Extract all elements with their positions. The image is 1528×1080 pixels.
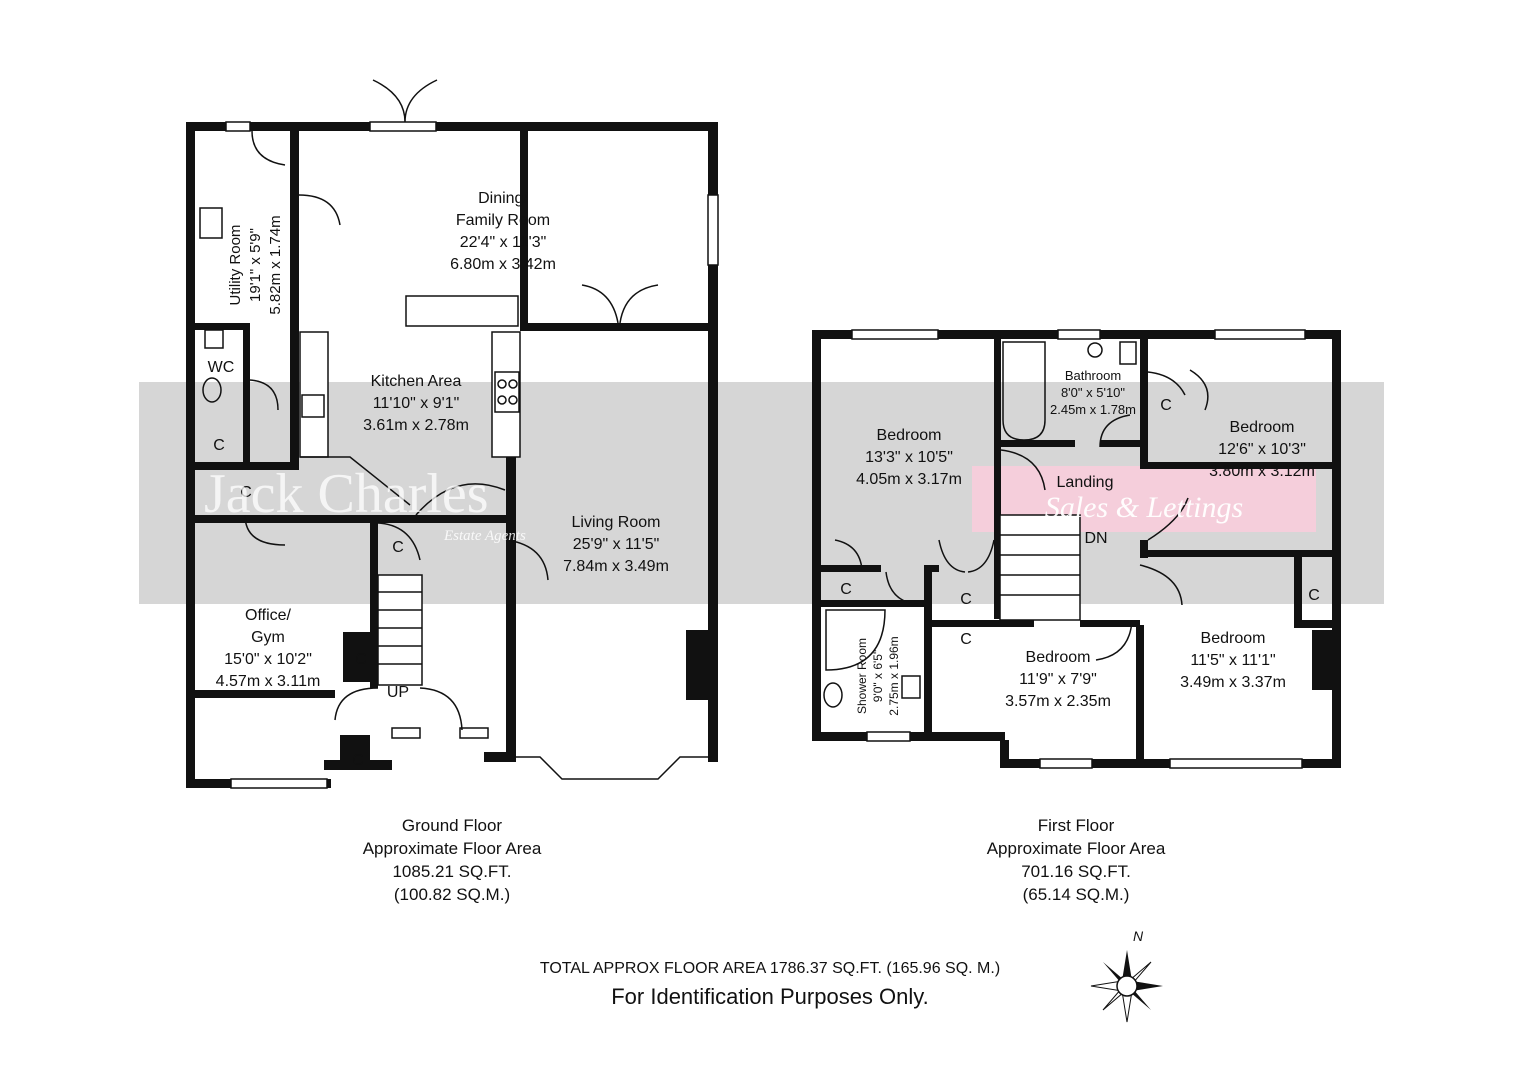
room-bedroom1-imperial: 13'3" x 10'5"	[865, 449, 953, 466]
room-living-name: Living Room	[572, 514, 661, 531]
ground-floor-fixtures	[199, 79, 719, 789]
room-kitchen-imperial: 11'10" x 9'1"	[373, 395, 460, 412]
room-bedroom3-imperial: 11'9" x 7'9"	[1019, 671, 1097, 688]
ground-floor-sqft: 1085.21 SQ.FT.	[392, 862, 512, 881]
room-dining: Dining/ Family Room 22'4" x 11'3" 6.80m …	[450, 190, 556, 273]
room-bedroom1: Bedroom 13'3" x 10'5" 4.05m x 3.17m	[856, 427, 962, 488]
watermark-strap-text: Sales & Lettings	[1045, 491, 1243, 524]
room-bedroom1-name: Bedroom	[877, 427, 942, 444]
room-living-metric: 7.84m x 3.49m	[563, 558, 669, 575]
first-floor-walls	[812, 330, 1341, 768]
cupboard-label: C	[960, 591, 972, 608]
room-kitchen: Kitchen Area 11'10" x 9'1" 3.61m x 2.78m	[363, 373, 469, 434]
room-office-name2: Gym	[251, 629, 285, 646]
cupboard-label: C	[240, 484, 252, 501]
room-shower: Shower Room 9'0" x 6'5" 2.75m x 1.96m	[855, 636, 901, 715]
room-utility-name: Utility Room	[227, 225, 244, 306]
room-bedroom4: Bedroom 11'5" x 11'1" 3.49m x 3.37m	[1180, 630, 1286, 691]
stairs-down-label: DN	[1084, 530, 1107, 547]
room-bedroom3-name: Bedroom	[1026, 649, 1091, 666]
room-bedroom2-metric: 3.80m x 3.12m	[1209, 463, 1315, 480]
first-floor-sqft: 701.16 SQ.FT.	[1021, 862, 1131, 881]
room-dining-name: Dining/	[478, 190, 528, 207]
stairs-up-label: UP	[387, 684, 409, 701]
cupboard-label: C	[1160, 397, 1172, 414]
compass-north-label: N	[1133, 928, 1144, 944]
first-floor-subtitle: Approximate Floor Area	[986, 839, 1166, 858]
room-shower-metric: 2.75m x 1.96m	[887, 636, 901, 715]
room-office-imperial: 15'0" x 10'2"	[224, 651, 312, 668]
disclaimer: For Identification Purposes Only.	[611, 984, 929, 1009]
cupboard-label: C	[213, 437, 225, 454]
room-utility: Utility Room 19'1" x 5'9" 5.82m x 1.74m	[227, 215, 284, 314]
first-floor-caption: First Floor Approximate Floor Area 701.1…	[926, 814, 1226, 906]
room-shower-imperial: 9'0" x 6'5"	[871, 650, 885, 702]
cupboard-label: C	[352, 752, 364, 769]
room-office-name: Office/	[245, 607, 292, 624]
room-dining-metric: 6.80m x 3.42m	[450, 256, 556, 273]
room-bathroom: Bathroom 8'0" x 5'10" 2.45m x 1.78m	[1050, 368, 1136, 417]
room-utility-metric: 5.82m x 1.74m	[267, 215, 284, 314]
room-utility-imperial: 19'1" x 5'9"	[247, 228, 264, 302]
cupboard-label: C	[392, 539, 404, 556]
room-landing-name: Landing	[1057, 474, 1114, 491]
watermark-brand-sub: Estate Agents	[443, 528, 526, 544]
room-office-metric: 4.57m x 3.11m	[216, 673, 321, 690]
watermark-brand: Jack Charles	[204, 463, 489, 525]
first-floor-title: First Floor	[1037, 816, 1115, 835]
room-bathroom-imperial: 8'0" x 5'10"	[1061, 385, 1125, 400]
ground-floor-sqm: (100.82 SQ.M.)	[393, 885, 511, 904]
room-bedroom4-metric: 3.49m x 3.37m	[1180, 674, 1286, 691]
cupboard-label: C	[840, 581, 852, 598]
cupboard-label: C	[960, 631, 972, 648]
room-bedroom3-metric: 3.57m x 2.35m	[1005, 693, 1111, 710]
room-bedroom2-name: Bedroom	[1230, 419, 1295, 436]
first-floor-fixtures	[823, 329, 1306, 769]
cupboard-label: C	[1308, 587, 1320, 604]
total-floor-area: TOTAL APPROX FLOOR AREA 1786.37 SQ.FT. (…	[539, 960, 1001, 977]
ground-floor-walls	[186, 122, 718, 788]
room-bedroom2-imperial: 12'6" x 10'3"	[1218, 441, 1306, 458]
room-living: Living Room 25'9" x 11'5" 7.84m x 3.49m	[563, 514, 669, 575]
room-living-imperial: 25'9" x 11'5"	[573, 536, 660, 553]
room-office: Office/ Gym 15'0" x 10'2" 4.57m x 3.11m	[216, 607, 321, 690]
room-bathroom-metric: 2.45m x 1.78m	[1050, 402, 1136, 417]
room-shower-name: Shower Room	[855, 638, 869, 714]
room-bedroom4-imperial: 11'5" x 11'1"	[1190, 652, 1275, 669]
room-bathroom-name: Bathroom	[1065, 368, 1121, 383]
room-kitchen-name: Kitchen Area	[371, 373, 462, 390]
room-bedroom4-name: Bedroom	[1201, 630, 1266, 647]
cupboard-label: C	[355, 651, 367, 668]
ground-floor-subtitle: Approximate Floor Area	[362, 839, 542, 858]
room-dining-imperial: 22'4" x 11'3"	[460, 234, 547, 251]
room-bedroom2: Bedroom 12'6" x 10'3" 3.80m x 3.12m	[1209, 419, 1315, 480]
ground-floor-caption: Ground Floor Approximate Floor Area 1085…	[302, 814, 602, 906]
ground-floor-title: Ground Floor	[401, 816, 503, 835]
first-floor-sqm: (65.14 SQ.M.)	[1022, 885, 1130, 904]
room-bedroom1-metric: 4.05m x 3.17m	[856, 471, 962, 488]
room-wc-name: WC	[208, 359, 235, 376]
room-dining-name2: Family Room	[456, 212, 550, 229]
room-bedroom3: Bedroom 11'9" x 7'9" 3.57m x 2.35m	[1005, 649, 1111, 710]
room-kitchen-metric: 3.61m x 2.78m	[363, 417, 469, 434]
compass-icon	[1090, 950, 1163, 1023]
